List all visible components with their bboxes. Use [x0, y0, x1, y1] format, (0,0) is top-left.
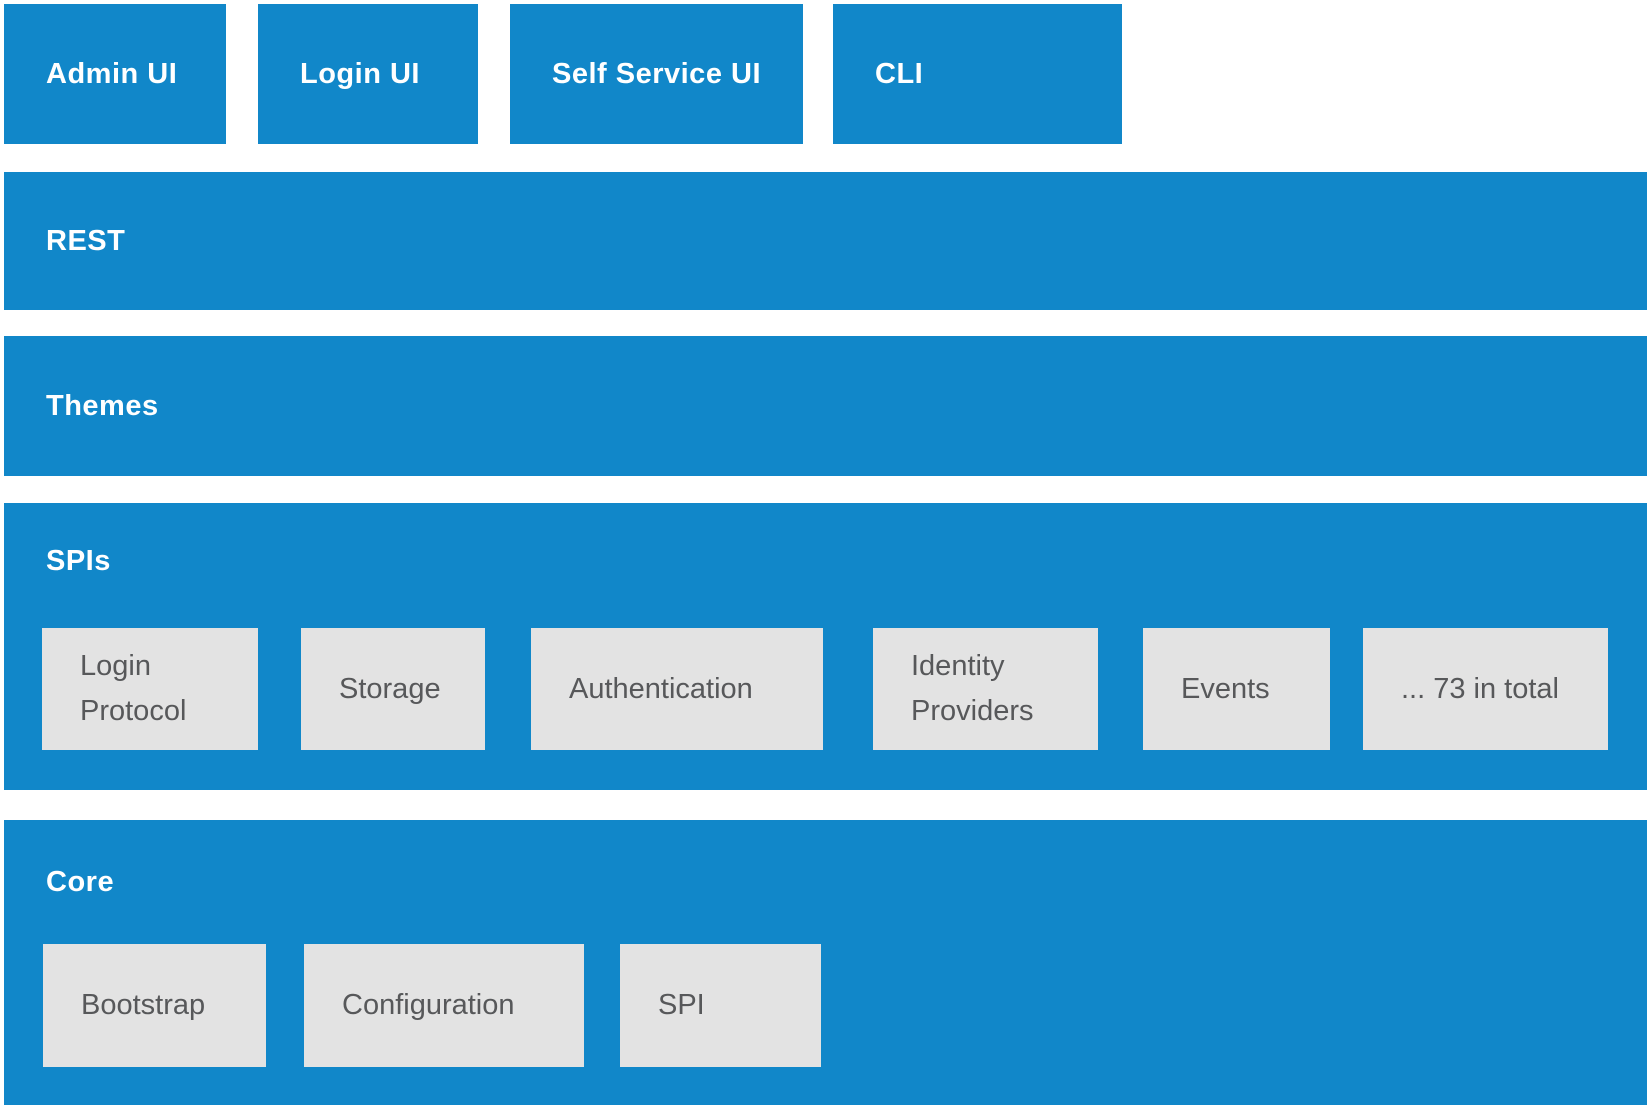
box-cli: CLI [833, 4, 1122, 144]
box-self-service-ui: Self Service UI [510, 4, 803, 144]
storage-label: Storage [339, 672, 441, 705]
module-spi: SPI [620, 944, 821, 1067]
module-identity-providers: Identity Providers [873, 628, 1098, 750]
module-spi-count: ... 73 in total [1363, 628, 1608, 750]
spis-label: SPIs [46, 545, 111, 577]
box-admin-ui: Admin UI [4, 4, 226, 144]
spi-label: SPI [658, 989, 705, 1021]
self-service-ui-label: Self Service UI [552, 57, 761, 90]
module-login-protocol: Login Protocol [42, 628, 258, 750]
layer-themes: Themes [4, 336, 1647, 476]
admin-ui-label: Admin UI [46, 57, 178, 90]
themes-label: Themes [46, 389, 159, 422]
layer-rest: REST [4, 172, 1647, 310]
events-label: Events [1181, 672, 1270, 705]
identity-providers-label: Identity Providers [911, 650, 1034, 727]
module-bootstrap: Bootstrap [43, 944, 266, 1067]
login-protocol-label: Login Protocol [80, 650, 187, 727]
core-label: Core [46, 866, 115, 898]
rest-label: REST [46, 224, 126, 257]
spi-count-label: ... 73 in total [1401, 672, 1559, 705]
authentication-label: Authentication [569, 672, 753, 705]
layer-spis: SPIs Login Protocol Storage Authenticati… [4, 503, 1647, 790]
layer-core: Core Bootstrap Configuration SPI [4, 820, 1647, 1105]
cli-label: CLI [875, 57, 924, 90]
login-ui-label: Login UI [300, 57, 420, 90]
box-login-ui: Login UI [258, 4, 478, 144]
configuration-label: Configuration [342, 989, 515, 1021]
module-authentication: Authentication [531, 628, 823, 750]
module-configuration: Configuration [304, 944, 584, 1067]
bootstrap-label: Bootstrap [81, 989, 206, 1021]
module-storage: Storage [301, 628, 485, 750]
module-events: Events [1143, 628, 1330, 750]
